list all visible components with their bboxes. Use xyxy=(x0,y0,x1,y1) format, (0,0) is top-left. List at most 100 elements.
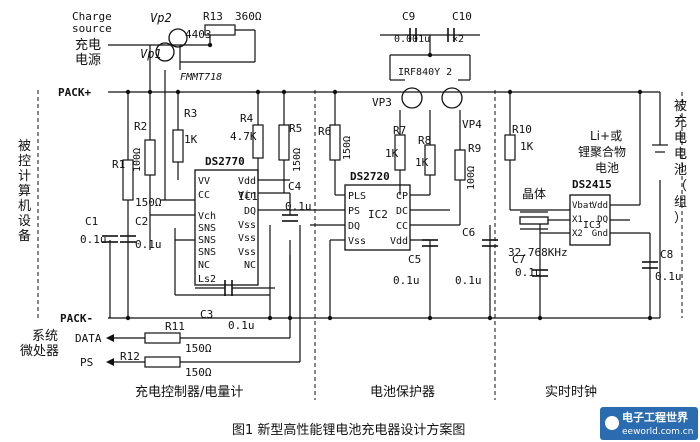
ic3-pin-l0: Vbat xyxy=(572,201,594,211)
r3-label: R3 xyxy=(184,107,197,120)
system-mcu-2: 微处器 xyxy=(20,344,59,359)
junction-dots xyxy=(125,42,653,321)
ic1-left-pins: VV CC Vch SNS SNS SNS NC Ls2 xyxy=(198,176,216,285)
ic1-pin-l6: NC xyxy=(198,260,210,271)
crystal-label: 晶体 xyxy=(522,187,546,201)
ic2-part: DS2720 xyxy=(350,170,390,183)
data-label: DATA xyxy=(75,332,102,345)
ic1-ref: IC1 xyxy=(238,190,258,203)
side-right-4: 池 xyxy=(674,163,687,178)
ic3-ref: IC3 xyxy=(583,220,601,231)
r6-label: R6 xyxy=(318,125,331,138)
r1-label: R1 xyxy=(112,158,125,171)
ic3-pin-r0: Vdd xyxy=(592,201,608,211)
r12-body xyxy=(144,356,181,368)
ic1-part: DS2770 xyxy=(205,155,245,168)
r8-label: R8 xyxy=(418,134,431,147)
ic2-pin-r0: CP xyxy=(396,191,408,202)
fet-model: IRF840Y 2 xyxy=(398,67,452,78)
pack-plus-label: PACK+ xyxy=(58,86,91,99)
ic3-pin-r1: DQ xyxy=(597,215,608,225)
section-protect-label: 电池保护器 xyxy=(370,385,435,400)
side-right-5: （ xyxy=(674,179,687,194)
capacitor-plates xyxy=(102,28,658,296)
ic1-right-pins: Vdd Vin DQ Vss Vss Vss NC xyxy=(238,176,256,271)
ic2-pin-l0: PLS xyxy=(348,191,366,202)
charge-source-en-2: source xyxy=(72,22,112,35)
ic1-pin-r1: Vin xyxy=(238,190,256,201)
c3-label: C3 xyxy=(200,308,213,321)
section-dividers xyxy=(37,90,683,400)
crystal-freq: 32.768KHz xyxy=(508,246,568,259)
r2-label: R2 xyxy=(134,120,147,133)
ic1-pin-l7: Ls2 xyxy=(198,274,216,285)
crystal-symbol xyxy=(519,211,549,230)
c9-value: 0.001u xyxy=(394,34,430,45)
ic1-pin-r3: Vss xyxy=(238,220,256,231)
c7-value: 0.1u xyxy=(515,266,542,279)
ic2-left-pins: PLS PS DQ Vss xyxy=(348,191,366,247)
c2-label: C2 xyxy=(135,215,148,228)
side-right-0: 被 xyxy=(674,99,687,114)
r6-body xyxy=(329,124,341,161)
watermark-badge xyxy=(600,407,698,440)
r3-body xyxy=(172,129,184,163)
c1-label: C1 xyxy=(85,215,98,228)
ic2-pin-l2: DQ xyxy=(348,221,360,232)
r11-body xyxy=(144,332,181,344)
r12-label: R12 xyxy=(120,350,140,363)
ic3-pin-l2: X2 xyxy=(572,229,583,239)
ic2-ref: IC2 xyxy=(368,208,388,221)
side-left-3: 算 xyxy=(18,184,31,199)
ic3-pin-r2: Gnd xyxy=(592,229,608,239)
side-right-3: 电 xyxy=(674,147,687,162)
r10-value: 1K xyxy=(520,140,534,153)
vp1-label: Vp1 xyxy=(140,47,162,61)
ic1-pin-l2: Vch xyxy=(198,211,216,222)
ic2-pin-l3: Vss xyxy=(348,236,366,247)
ic3-box xyxy=(569,194,611,246)
signal-arrows xyxy=(106,334,114,366)
c7-label: C7 xyxy=(512,253,525,266)
side-left-0: 被 xyxy=(18,139,31,154)
c3-value: 0.1u xyxy=(228,319,255,332)
c6-value: 0.1u xyxy=(455,274,482,287)
side-right-1: 充 xyxy=(674,114,687,130)
r1-body xyxy=(122,159,134,201)
c1-value: 0.1u xyxy=(80,233,107,246)
r6-value: 150Ω xyxy=(342,136,353,160)
ic2-box xyxy=(344,184,411,251)
r4-value: 4.7K xyxy=(230,130,257,143)
r9-value: 100Ω xyxy=(466,166,477,190)
r11-label: R11 xyxy=(165,320,185,333)
watermark-en: eeworld.com.cn xyxy=(622,427,693,437)
r2-value: 100Ω xyxy=(132,148,143,172)
c8-label: C8 xyxy=(660,248,673,261)
r8-value: 1K xyxy=(415,156,429,169)
section-charge-label: 充电控制器/电量计 xyxy=(135,384,243,400)
side-left-4: 机 xyxy=(18,199,31,214)
side-left-6: 备 xyxy=(18,228,31,244)
battery-line-1: Li+或 xyxy=(590,129,622,143)
section-rtc-label: 实时时钟 xyxy=(545,384,597,400)
ic1-pin-r2: DQ xyxy=(244,206,256,217)
r1-value: 150Ω xyxy=(135,196,162,209)
vp1-symbol xyxy=(155,42,175,62)
ps-label: PS xyxy=(80,356,93,369)
side-right-2: 电 xyxy=(674,131,687,146)
side-left-label: 被 控 计 算 机 设 备 xyxy=(18,139,31,244)
ic2-pin-r2: CC xyxy=(396,221,408,232)
c6-label: C6 xyxy=(462,226,475,239)
ic1-pin-r6: NC xyxy=(244,260,256,271)
r2-body xyxy=(144,139,156,176)
ic1-pin-l1: CC xyxy=(198,190,210,201)
ic1-pin-l5: SNS xyxy=(198,247,216,258)
c5-value: 0.1u xyxy=(393,274,420,287)
vp2-label: Vp2 xyxy=(150,11,172,25)
vp3-label: VP3 xyxy=(372,96,392,109)
side-right-6: 组 xyxy=(674,195,687,210)
r3-value: 1K xyxy=(184,133,198,146)
ic1-pin-r5: Vss xyxy=(238,247,256,258)
r7-label: R7 xyxy=(393,124,406,137)
